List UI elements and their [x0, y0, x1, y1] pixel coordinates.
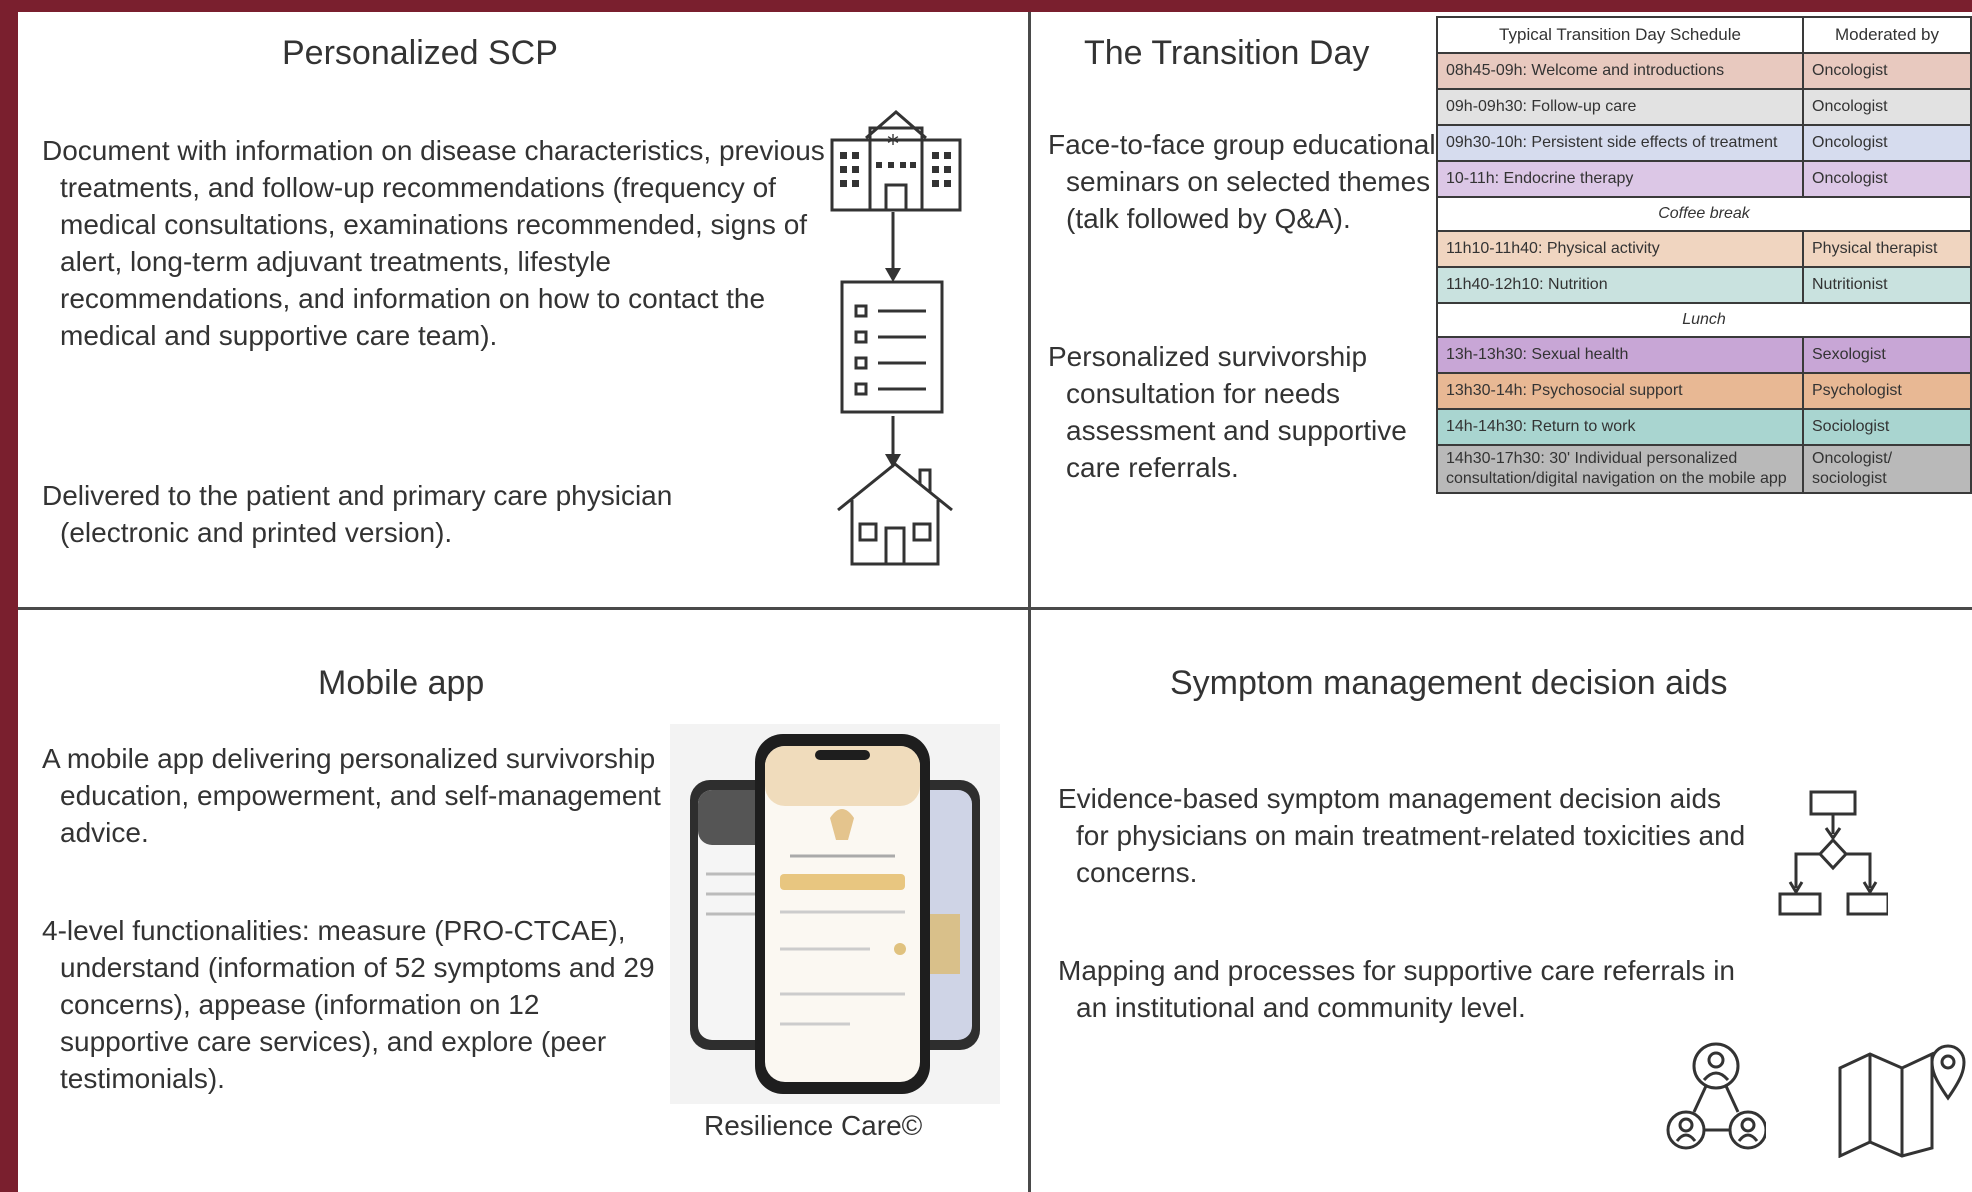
- house-icon: [837, 462, 953, 566]
- transition-title: The Transition Day: [1084, 34, 1370, 72]
- mobile-description: A mobile app delivering personalized sur…: [42, 743, 661, 848]
- schedule-time: 09h30-10h: Persistent side effects of tr…: [1436, 124, 1804, 162]
- schedule-moderator: Nutritionist: [1802, 266, 1972, 304]
- schedule-moderator: Oncologist/ sociologist: [1802, 444, 1972, 494]
- schedule-row: Lunch: [1436, 302, 1972, 338]
- transition-seminars: Face-to-face group educational seminars …: [1048, 129, 1436, 234]
- moderator-header: Moderated by: [1802, 16, 1972, 54]
- map-pin-icon: [1838, 1044, 1966, 1158]
- schedule-moderator: Oncologist: [1802, 52, 1972, 90]
- schedule-header: Typical Transition Day Schedule: [1436, 16, 1804, 54]
- schedule-moderator: Psychologist: [1802, 372, 1972, 410]
- arrow-down-icon: [885, 212, 901, 282]
- scp-title: Personalized SCP: [282, 34, 558, 72]
- infographic-frame: Personalized SCP Document with informati…: [18, 12, 1972, 1192]
- schedule-time: 08h45-09h: Welcome and introductions: [1436, 52, 1804, 90]
- horizontal-divider: [18, 607, 1972, 610]
- scp-description: Document with information on disease cha…: [42, 135, 825, 351]
- app-caption: Resilience Care©: [704, 1110, 923, 1141]
- hospital-icon: *: [830, 110, 962, 212]
- schedule-row: Coffee break: [1436, 196, 1972, 232]
- schedule-time: 13h-13h30: Sexual health: [1436, 336, 1804, 374]
- schedule-time: 14h-14h30: Return to work: [1436, 408, 1804, 446]
- schedule-moderator: Sexologist: [1802, 336, 1972, 374]
- vertical-divider: [1028, 12, 1031, 1192]
- schedule-table: Typical Transition Day Schedule Moderate…: [1436, 16, 1972, 494]
- svg-text:*: *: [887, 130, 899, 158]
- schedule-time: 13h30-14h: Psychosocial support: [1436, 372, 1804, 410]
- symptom-referrals: Mapping and processes for supportive car…: [1058, 955, 1736, 1023]
- checklist-icon: [840, 280, 944, 414]
- scp-delivery: Delivered to the patient and primary car…: [42, 480, 673, 548]
- mobile-functionalities: 4-level functionalities: measure (PRO-CT…: [42, 915, 655, 1094]
- schedule-moderator: Sociologist: [1802, 408, 1972, 446]
- schedule-break: Coffee break: [1436, 196, 1972, 232]
- arrow-down-icon: [885, 416, 901, 468]
- mobile-title: Mobile app: [318, 664, 485, 702]
- phone-screenshots-image: [670, 724, 1000, 1104]
- flowchart-icon: [1778, 790, 1888, 916]
- schedule-time: 10-11h: Endocrine therapy: [1436, 160, 1804, 198]
- schedule-break: Lunch: [1436, 302, 1972, 338]
- schedule-time: 11h10-11h40: Physical activity: [1436, 230, 1804, 268]
- schedule-row: 14h30-17h30: 30' Individual personalized…: [1436, 444, 1972, 494]
- transition-consultation: Personalized survivorship consultation f…: [1048, 341, 1407, 483]
- symptom-decision-aids: Evidence-based symptom management decisi…: [1058, 783, 1746, 888]
- network-people-icon: [1666, 1042, 1766, 1150]
- schedule-time: 11h40-12h10: Nutrition: [1436, 266, 1804, 304]
- schedule-moderator: Oncologist: [1802, 124, 1972, 162]
- schedule-moderator: Physical therapist: [1802, 230, 1972, 268]
- schedule-time: 14h30-17h30: 30' Individual personalized…: [1436, 444, 1804, 494]
- schedule-row: 09h30-10h: Persistent side effects of tr…: [1436, 124, 1972, 162]
- schedule-moderator: Oncologist: [1802, 88, 1972, 126]
- schedule-moderator: Oncologist: [1802, 160, 1972, 198]
- schedule-time: 09h-09h30: Follow-up care: [1436, 88, 1804, 126]
- symptom-title: Symptom management decision aids: [1170, 664, 1728, 702]
- schedule-header-row: Typical Transition Day Schedule Moderate…: [1436, 16, 1972, 54]
